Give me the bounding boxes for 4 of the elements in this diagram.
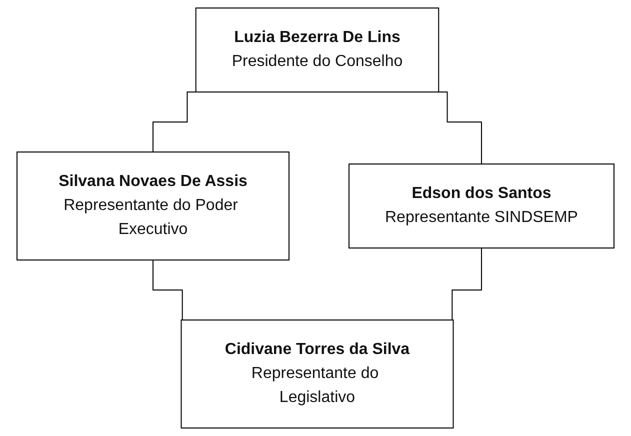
node-box: Luzia Bezerra De Lins Presidente do Conselho <box>195 8 440 92</box>
node-box: Edson dos Santos Representante SINDSEMP <box>348 164 614 248</box>
node-box: Silvana Novaes De Assis Representante do Poder Executivo <box>16 152 290 260</box>
node-box: Cidivane Torres da Silva Representante do Legislativo <box>180 320 454 428</box>
